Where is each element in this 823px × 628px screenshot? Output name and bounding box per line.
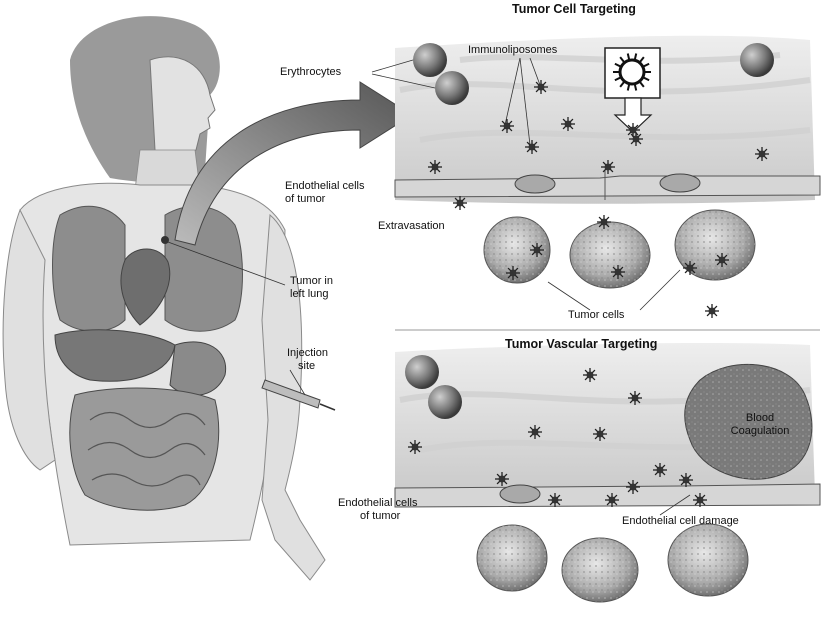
top-panel — [372, 36, 820, 310]
label-tumor-lung-2: left lung — [290, 288, 329, 300]
bottom-endothelial-nucleus — [500, 485, 540, 503]
immunoliposome — [597, 215, 611, 229]
immunoliposome — [611, 265, 625, 279]
human-figure — [3, 16, 335, 580]
top-endothelial-layer — [395, 176, 820, 197]
tumor-cell — [477, 525, 547, 591]
label-extravasation: Extravasation — [378, 220, 445, 232]
immunoliposome — [626, 480, 640, 494]
erythrocyte — [740, 43, 774, 77]
label-immunoliposomes: Immunoliposomes — [468, 44, 557, 56]
label-endothelial-bottom-1: Endothelial cells — [338, 497, 418, 509]
neck — [135, 150, 200, 190]
immunoliposome — [705, 304, 719, 318]
immunoliposome — [593, 427, 607, 441]
stomach — [170, 342, 226, 395]
label-tumor-cells: Tumor cells — [568, 309, 624, 321]
immunoliposome — [500, 119, 514, 133]
right-lung — [53, 206, 126, 331]
lung-tumor-marker — [161, 236, 169, 244]
intestines — [70, 388, 219, 510]
immunoliposome — [683, 261, 697, 275]
label-injection-2: site — [298, 360, 315, 372]
immunoliposome — [408, 440, 422, 454]
erythrocyte — [405, 355, 439, 389]
immunoliposome — [626, 123, 640, 137]
label-endothelial-top-2: of tumor — [285, 193, 325, 205]
syringe-needle — [320, 404, 335, 410]
top-endothelial-nucleus-2 — [660, 174, 700, 192]
top-endothelial-nucleus-1 — [515, 175, 555, 193]
immunoliposome — [453, 196, 467, 210]
bottom-panel — [395, 343, 820, 602]
label-endothelial-damage: Endothelial cell damage — [622, 515, 739, 527]
immunoliposome — [528, 425, 542, 439]
immunoliposome — [679, 473, 693, 487]
immunoliposome — [428, 160, 442, 174]
immunoliposome — [525, 140, 539, 154]
immunoliposome — [629, 132, 643, 146]
immunoliposome — [495, 472, 509, 486]
label-tumor-lung-1: Tumor in — [290, 275, 333, 287]
label-endothelial-bottom-2: of tumor — [360, 510, 400, 522]
tumor-cell — [668, 524, 748, 596]
immunoliposome — [693, 493, 707, 507]
immunoliposome — [506, 266, 520, 280]
immunoliposome — [715, 253, 729, 267]
immunoliposome — [583, 368, 597, 382]
immunoliposome — [601, 160, 615, 174]
immunoliposome — [653, 463, 667, 477]
label-blood-coag-1: Blood — [730, 412, 790, 424]
top-panel-title: Tumor Cell Targeting — [512, 3, 636, 15]
bottom-panel-title: Tumor Vascular Targeting — [505, 338, 657, 350]
immunoliposome — [530, 243, 544, 257]
immunoliposome — [755, 147, 769, 161]
tumor-cell — [570, 222, 650, 288]
erythrocyte — [413, 43, 447, 77]
immunoliposome — [534, 80, 548, 94]
leader-tumor-cells — [640, 270, 680, 310]
label-blood-coag-2: Coagulation — [717, 425, 803, 437]
left-lung — [165, 206, 243, 331]
immunoliposome — [628, 391, 642, 405]
label-injection-1: Injection — [287, 347, 328, 359]
immunoliposome — [561, 117, 575, 131]
label-endothelial-top-1: Endothelial cells — [285, 180, 365, 192]
erythrocyte — [435, 71, 469, 105]
immunoliposome — [548, 493, 562, 507]
immunoliposome — [605, 493, 619, 507]
tumor-cell — [562, 538, 638, 602]
erythrocyte — [428, 385, 462, 419]
leader-tumor-cells — [548, 282, 590, 310]
label-erythrocytes: Erythrocytes — [280, 66, 341, 78]
